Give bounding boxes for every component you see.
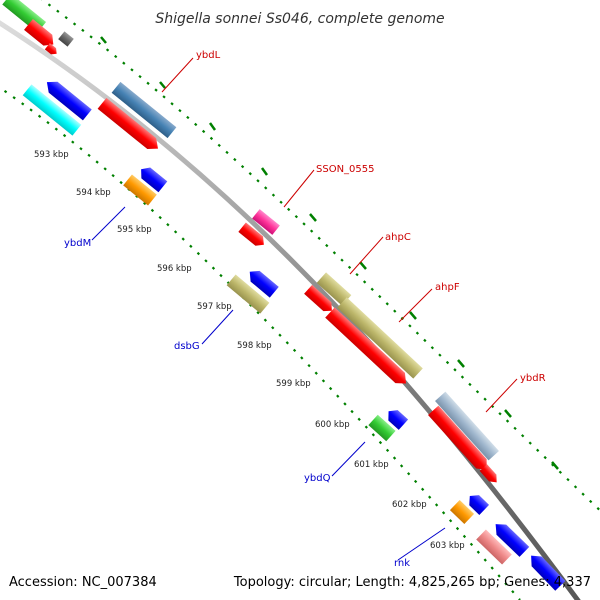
gene-red-top[interactable] xyxy=(24,18,58,50)
kbp-label: 600 kbp xyxy=(315,420,350,430)
kbp-label: 601 kbp xyxy=(354,460,389,470)
gene-ybdL[interactable] xyxy=(111,81,177,139)
gene-red-ybdR-lower[interactable] xyxy=(428,405,492,475)
major-ticks xyxy=(100,36,559,470)
accession-text: Accession: NC_007384 xyxy=(9,575,157,590)
gene-red-ahpC-lower[interactable] xyxy=(304,284,336,315)
gene-red-small[interactable] xyxy=(44,43,59,57)
gene-red-ahpF-lower[interactable] xyxy=(325,307,411,388)
kbp-label: 599 kbp xyxy=(276,379,311,389)
gene-label-rnk[interactable]: rnk xyxy=(394,558,410,569)
kbp-label: 603 kbp xyxy=(430,541,465,551)
kbp-label: 596 kbp xyxy=(157,264,192,274)
kbp-label: 594 kbp xyxy=(76,188,111,198)
kbp-label: 593 kbp xyxy=(34,150,69,160)
gene-blue-593[interactable] xyxy=(42,77,92,121)
leader-lines-forward xyxy=(161,57,518,413)
gene-ybdQ[interactable] xyxy=(368,414,396,442)
gene-blue-604[interactable] xyxy=(526,551,566,591)
gene-blue-594[interactable] xyxy=(137,164,168,193)
gene-label-dsbG[interactable]: dsbG xyxy=(174,341,200,352)
genome-summary-text: Topology: circular; Length: 4,825,265 bp… xyxy=(233,575,591,590)
kbp-label: 602 kbp xyxy=(392,500,427,510)
tick-track-outer xyxy=(40,0,600,512)
gene-label-ybdM[interactable]: ybdM xyxy=(64,238,91,249)
gene-red-small-after-ybdR[interactable] xyxy=(479,464,501,486)
gene-blue-602[interactable] xyxy=(465,491,490,515)
gene-gray-small[interactable] xyxy=(58,31,74,47)
genome-backbone xyxy=(0,20,581,600)
gene-ahpC[interactable] xyxy=(316,272,352,306)
gene-red-ybdL-lower[interactable] xyxy=(97,97,163,154)
gene-blue-600[interactable] xyxy=(384,406,409,430)
gene-label-ahpF[interactable]: ahpF xyxy=(435,282,460,293)
gene-label-ybdL[interactable]: ybdL xyxy=(196,50,221,61)
gene-ahpF[interactable] xyxy=(337,297,423,379)
gene-label-SSON-0555[interactable]: SSON_0555 xyxy=(316,164,375,175)
gene-SSON-0555[interactable] xyxy=(252,209,280,235)
kbp-label: 598 kbp xyxy=(237,341,272,351)
gene-blue-597[interactable] xyxy=(245,266,279,298)
gene-blue-603[interactable] xyxy=(491,519,530,557)
gene-pink-603[interactable] xyxy=(476,529,512,565)
map-title: Shigella sonnei Ss046, complete genome xyxy=(155,11,444,27)
gene-red-sson-lower[interactable] xyxy=(238,222,267,250)
gene-dsbG[interactable] xyxy=(226,274,270,314)
gene-rnk[interactable] xyxy=(449,500,475,524)
gene-cyan-593[interactable] xyxy=(22,84,82,136)
gene-label-ahpC[interactable]: ahpC xyxy=(385,232,411,243)
gene-label-ybdR[interactable]: ybdR xyxy=(520,373,546,384)
tick-track-inner xyxy=(0,86,521,600)
kbp-label: 595 kbp xyxy=(117,225,152,235)
leader-lines-reverse xyxy=(91,206,446,561)
gene-ybdR[interactable] xyxy=(435,391,499,461)
gene-label-ybdQ[interactable]: ybdQ xyxy=(304,473,331,484)
gene-ybdM[interactable] xyxy=(123,174,157,206)
kbp-label: 597 kbp xyxy=(197,302,232,312)
